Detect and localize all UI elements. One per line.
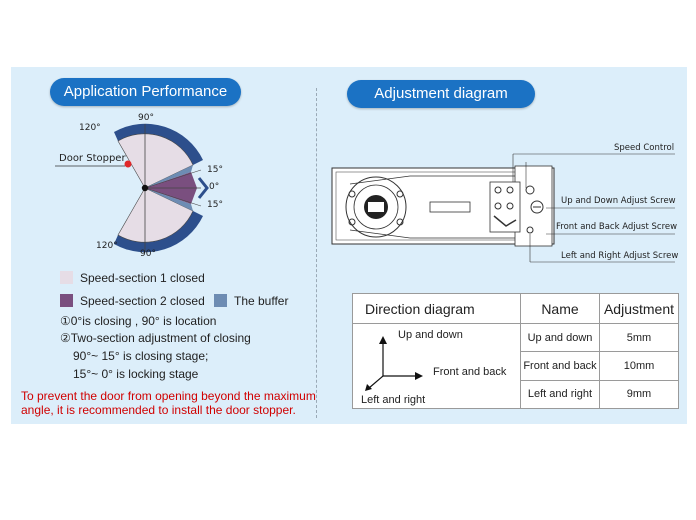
angle-15-bottom: 15° <box>207 200 223 210</box>
angle-15-top: 15° <box>207 165 223 175</box>
legend-buffer-label: The buffer <box>234 294 289 308</box>
floor-spring-drawing <box>331 153 675 263</box>
callout-left-right-screw: Left and Right Adjust Screw <box>561 251 679 261</box>
callout-speed-control: Speed Control <box>614 143 675 153</box>
header-adjustment: Adjustment <box>599 293 679 324</box>
angle-120-bottom: 120° <box>96 241 118 251</box>
door-stopper-label: Door Stopper <box>59 153 126 164</box>
row-name-up-down: Up and down <box>520 322 600 353</box>
buffer-upper <box>145 165 193 188</box>
angle-120-top: 120° <box>79 123 101 133</box>
note-3: 90°~ 15° is closing stage; <box>73 349 209 363</box>
legend-speed1-swatch <box>60 271 73 284</box>
section-divider <box>316 88 317 418</box>
angle-90-top: 90° <box>138 113 154 123</box>
header-direction-diagram: Direction diagram <box>352 293 521 324</box>
diagram-label-front: Front and back <box>433 366 507 378</box>
note-2: ②Two-section adjustment of closing <box>60 331 251 345</box>
buffer-lower <box>145 188 193 211</box>
direction-diagram-cell: Up and down Front and back Left and righ… <box>352 323 521 409</box>
direction-arrows <box>365 336 423 391</box>
application-performance-title: Application Performance <box>50 78 241 106</box>
note-1: ①0°is closing , 90° is location <box>60 314 217 328</box>
callout-front-back-screw: Front and Back Adjust Screw <box>556 222 678 232</box>
door-stopper-dot <box>124 160 132 168</box>
header-name: Name <box>520 293 600 324</box>
adjustment-table: Direction diagram Name Adjustment Up and… <box>352 293 679 410</box>
diagram-label-left: Left and right <box>361 394 426 406</box>
adjustment-diagram-title: Adjustment diagram <box>347 80 535 108</box>
door-stopper-warning: To prevent the door from opening beyond … <box>21 389 316 417</box>
legend-speed1-label: Speed-section 1 closed <box>80 271 205 285</box>
row-name-left-right: Left and right <box>520 379 600 410</box>
hinge-pivot <box>141 184 149 192</box>
callout-up-down-screw: Up and Down Adjust Screw <box>561 196 676 206</box>
row-adj-up-down: 5mm <box>599 322 679 353</box>
row-adj-left-right: 9mm <box>599 379 679 410</box>
speed1-lower-wedge <box>117 187 194 243</box>
row-adj-front-back: 10mm <box>599 351 679 381</box>
angle-90-bottom: 90° <box>140 249 156 259</box>
row-name-front-back: Front and back <box>520 351 600 381</box>
speed1-upper-wedge <box>117 133 194 189</box>
legend-buffer-swatch <box>214 294 227 307</box>
diagram-label-up: Up and down <box>398 329 463 341</box>
door-angle-diagram <box>55 123 209 253</box>
angle-0: 0° <box>209 182 220 192</box>
legend-speed2-swatch <box>60 294 73 307</box>
legend-speed2-label: Speed-section 2 closed <box>80 294 205 308</box>
note-4: 15°~ 0° is locking stage <box>73 367 199 381</box>
